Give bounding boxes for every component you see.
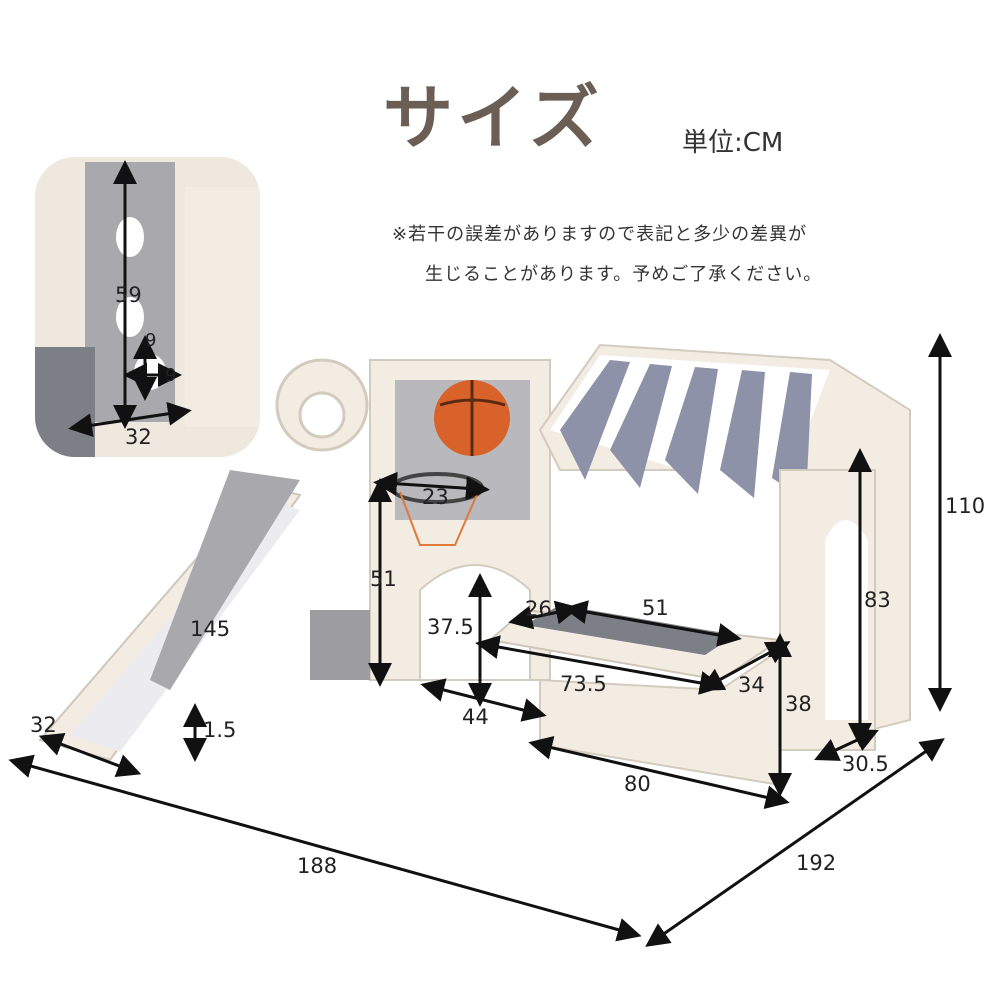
dim-inset-width: 32 xyxy=(125,425,152,449)
dim-inset-hole-h: 9 xyxy=(145,330,157,351)
dimension-lines xyxy=(8,333,952,947)
page-title: サイズ xyxy=(383,77,603,159)
dim-arch-width: 44 xyxy=(462,705,489,729)
dim-table-side: 34 xyxy=(738,673,765,697)
dim-arch-height: 37.5 xyxy=(427,615,474,639)
dim-platform-height: 51 xyxy=(370,567,397,591)
table-and-fence xyxy=(487,605,783,787)
dim-fence-height: 38 xyxy=(785,692,812,716)
disclaimer-line-2: 生じることがあります。予めご了承ください。 xyxy=(425,264,823,285)
dim-house-wall: 30.5 xyxy=(842,752,889,776)
dim-inset-height: 59 xyxy=(115,283,142,307)
inset-illustration xyxy=(35,157,260,457)
dim-table-width: 51 xyxy=(642,596,669,620)
dim-hoop: 23 xyxy=(422,485,449,509)
dim-slide-edge: 1.5 xyxy=(203,718,237,742)
dim-table-depth: 26 xyxy=(525,597,552,621)
slide xyxy=(38,470,302,762)
dim-total-height: 110 xyxy=(945,494,986,518)
unit-label: 単位:CM xyxy=(682,128,784,158)
dim-inset-hole-w: 9 xyxy=(165,365,177,386)
dim-house-height: 83 xyxy=(864,588,891,612)
dim-table-outer: 73.5 xyxy=(560,672,607,696)
dim-slide-width: 32 xyxy=(30,713,57,737)
dim-slide-length: 145 xyxy=(190,617,231,641)
dim-total-length: 188 xyxy=(297,854,338,878)
dim-total-depth: 192 xyxy=(796,851,837,875)
ring-climber xyxy=(275,358,369,452)
dim-fence-width: 80 xyxy=(624,772,651,796)
disclaimer-line-1: ※若干の誤差がありますので表記と多少の差異が xyxy=(392,224,808,245)
inset-closeup xyxy=(35,157,260,457)
